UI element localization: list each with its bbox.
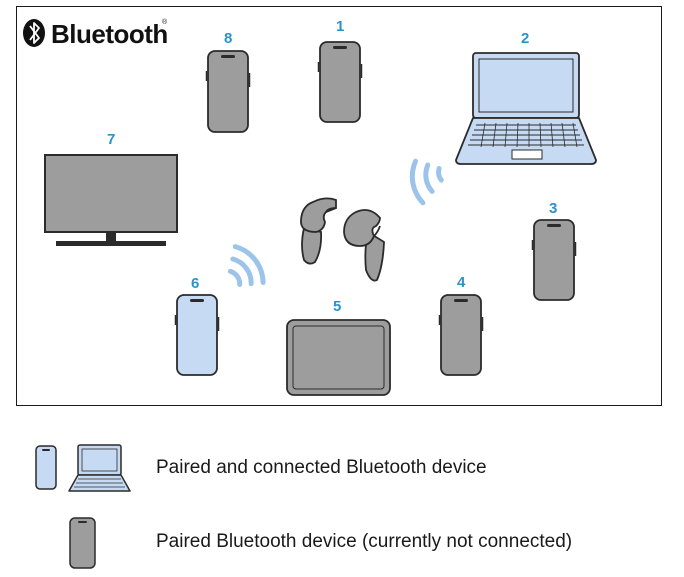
legend-paired-icon	[69, 517, 96, 569]
device-8-smartphone: 8	[205, 30, 251, 133]
registered-mark: ®	[162, 18, 168, 26]
diagram-frame	[16, 6, 662, 406]
device-1-number: 1	[336, 18, 344, 35]
earbuds-icon	[300, 197, 385, 282]
device-2-laptop: 2	[455, 30, 597, 165]
smartphone-icon	[69, 517, 96, 569]
device-7-number: 7	[107, 131, 115, 148]
legend-paired-text: Paired Bluetooth device (currently not c…	[156, 531, 573, 552]
device-4-number: 4	[457, 274, 466, 291]
device-1-smartphone: 1	[317, 18, 363, 123]
brand-name: Bluetooth	[51, 19, 168, 49]
device-6-number: 6	[191, 275, 199, 292]
device-4-smartphone: 4	[438, 274, 484, 376]
signal-waves-phone-6	[227, 244, 266, 287]
device-8-number: 8	[224, 30, 232, 47]
device-2-number: 2	[521, 30, 529, 47]
smartphone-icon	[35, 445, 57, 490]
device-5-tablet: 5	[286, 298, 391, 396]
device-6-smartphone: 6	[174, 275, 220, 376]
device-7-tv: 7	[44, 131, 178, 246]
device-5-number: 5	[333, 298, 341, 315]
legend-connected-icons	[35, 444, 131, 492]
legend-connected-text: Paired and connected Bluetooth device	[156, 457, 487, 478]
signal-waves-laptop	[409, 158, 444, 206]
laptop-icon	[68, 444, 131, 492]
device-3-smartphone: 3	[531, 200, 577, 301]
bluetooth-logo: Bluetooth ®	[23, 18, 168, 49]
device-3-number: 3	[549, 200, 557, 217]
